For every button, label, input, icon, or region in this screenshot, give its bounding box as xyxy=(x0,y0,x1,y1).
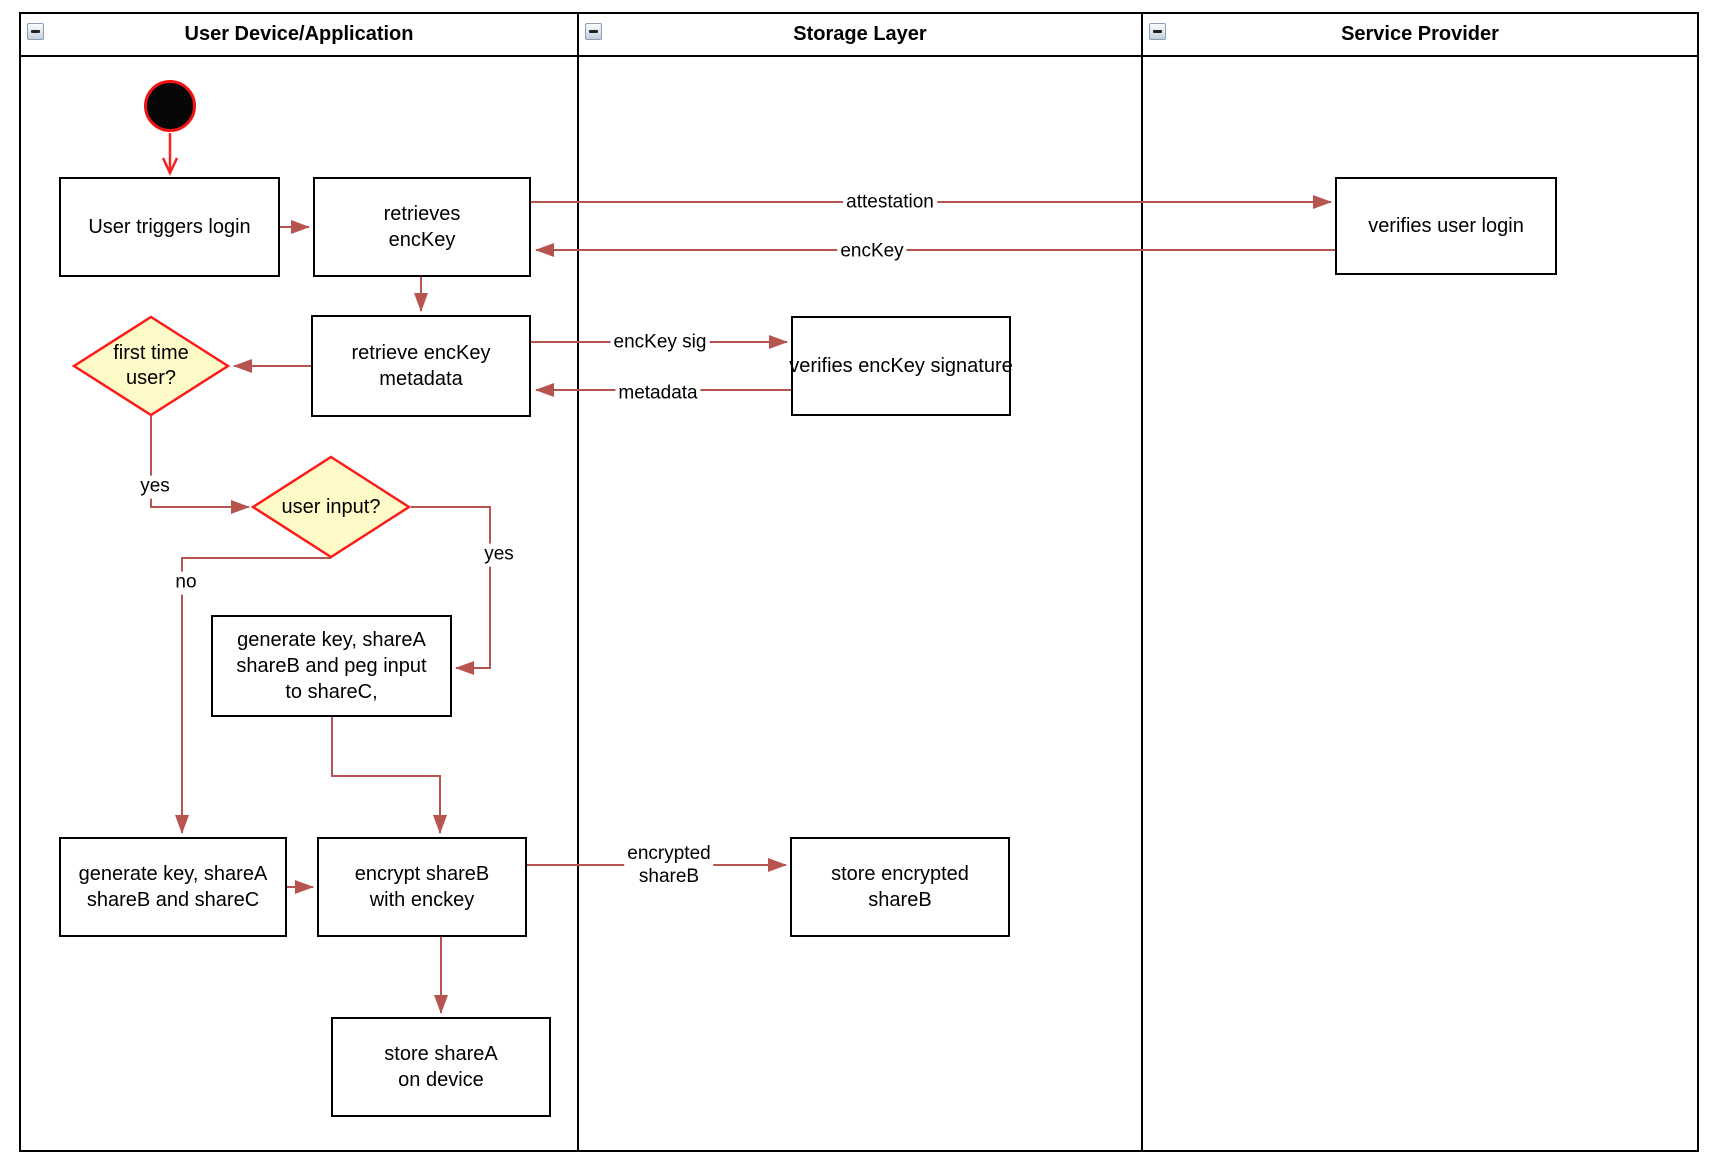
node-retrieves-enckey: retrieves encKey xyxy=(313,177,531,277)
lane-title: Service Provider xyxy=(1341,23,1499,45)
minus-icon xyxy=(589,30,598,33)
edge-label-yes-first-time: yes xyxy=(137,475,173,499)
edge-label-enckey-sig: encKey sig xyxy=(610,331,710,355)
node-generate-key-sharec: generate key, shareA shareB and shareC xyxy=(59,837,287,937)
node-store-sharea: store shareA on device xyxy=(331,1017,551,1117)
collapse-icon[interactable] xyxy=(1149,23,1166,40)
collapse-icon[interactable] xyxy=(27,23,44,40)
diamond-shape xyxy=(250,455,412,559)
decision-label: first time user? xyxy=(113,342,189,389)
pool-border xyxy=(19,12,1699,1152)
header-divider xyxy=(19,55,1699,57)
lane-divider-1 xyxy=(577,12,579,1152)
minus-icon xyxy=(31,30,40,33)
minus-icon xyxy=(1153,30,1162,33)
node-verifies-enckey-signature: verifies encKey signature xyxy=(789,316,1013,416)
lane-title: User Device/Application xyxy=(184,23,414,45)
node-retrieve-enckey-metadata: retrieve encKey metadata xyxy=(311,315,531,417)
decision-label: user input? xyxy=(281,495,381,518)
edge-label-metadata: metadata xyxy=(615,382,701,406)
node-encrypt-shareb: encrypt shareB with enckey xyxy=(317,837,527,937)
lane-header-user-device: User Device/Application xyxy=(21,14,577,55)
collapse-icon[interactable] xyxy=(585,23,602,40)
node-user-triggers-login: User triggers login xyxy=(59,177,280,277)
edge-label-encrypted-shareb: encrypted shareB xyxy=(624,843,714,889)
decision-user-input: user input? xyxy=(250,455,412,559)
edge-label-yes-user-input: yes xyxy=(481,543,517,567)
diamond-shape xyxy=(71,315,231,417)
initial-node xyxy=(144,80,196,132)
node-generate-key-peg-input: generate key, shareA shareB and peg inpu… xyxy=(211,615,452,717)
edge-label-attestation: attestation xyxy=(843,191,937,215)
lane-divider-2 xyxy=(1141,12,1143,1152)
node-verifies-user-login: verifies user login xyxy=(1335,177,1557,275)
lane-header-service-provider: Service Provider xyxy=(1143,14,1697,55)
decision-first-time-user: first time user? xyxy=(71,315,231,417)
edge-label-no-user-input: no xyxy=(172,571,200,595)
lane-header-storage-layer: Storage Layer xyxy=(579,14,1141,55)
edge-label-enckey: encKey xyxy=(837,240,907,264)
lane-title: Storage Layer xyxy=(793,23,927,45)
node-store-encrypted-shareb: store encrypted shareB xyxy=(790,837,1010,937)
